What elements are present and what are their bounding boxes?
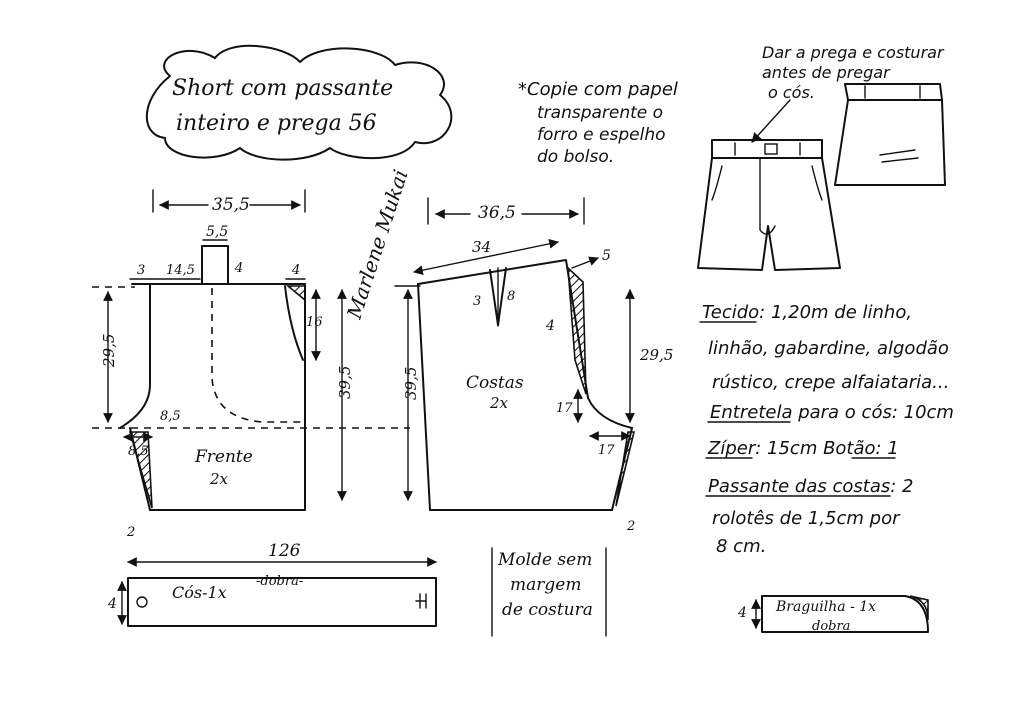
front-curve-label: 8,5 [160, 409, 181, 424]
fly-piece: 4 Braguilha - 1x dobra [737, 595, 929, 634]
fly-label: Braguilha - 1x [775, 599, 876, 615]
title-line-1: Short com passante [172, 76, 393, 101]
front-width-label: 35,5 [212, 195, 250, 215]
back-count: 2x [489, 394, 509, 412]
back-side-length: 39,5 [402, 367, 420, 400]
title-line-2: inteiro e prega 56 [176, 111, 377, 136]
no-seam-note: Molde sem margem de costura [491, 547, 607, 637]
front-pocket-depth: 16 [306, 315, 323, 330]
front-mid-offset: 14,5 [166, 263, 195, 278]
waistband-fold: -dobra- [256, 574, 303, 589]
back-slant-label: 4 [545, 318, 555, 334]
title-cloud: Short com passante inteiro e prega 56 [145, 44, 453, 161]
back-label: Costas [466, 373, 524, 393]
fly-height: 4 [737, 605, 747, 621]
waistband-label: Cós-1x [172, 583, 227, 602]
back-rise-label: 29,5 [639, 346, 673, 364]
front-hem-tip: 2 [126, 525, 135, 540]
fabric-line-5: Zíper: 15cm Botão: 1 [707, 438, 899, 459]
fabric-notes: Tecido: 1,20m de linho, linhão, gabardin… [699, 302, 954, 557]
back-curve-horizontal: 17 [598, 443, 615, 458]
back-dart-height: 8 [507, 289, 515, 304]
front-piece: 35,5 5,5 4 3 14,5 4 29,5 16 [92, 189, 410, 540]
back-hem-tip: 2 [626, 519, 635, 534]
no-seam-line-1: Molde sem [497, 550, 592, 570]
back-waist-label: 34 [472, 238, 491, 256]
copy-note-line-1: *Copie com papel [518, 79, 678, 100]
fabric-line-6: Passante das costas: 2 [708, 476, 913, 497]
waistband-length: 126 [268, 541, 301, 561]
fabric-line-7: rolotês de 1,5cm por [712, 508, 901, 529]
waistband-height: 4 [107, 596, 117, 612]
fabric-line-3: rústico, crepe alfaiataria... [712, 372, 949, 393]
front-left-offset: 3 [137, 263, 145, 278]
front-pocket-width: 5,5 [206, 224, 228, 240]
no-seam-line-3: de costura [502, 600, 593, 620]
front-rise-label: 29,5 [100, 334, 118, 368]
front-pocket-height: 4 [234, 261, 243, 276]
fabric-line-1: Tecido: 1,20m de linho, [702, 302, 912, 323]
front-label: Frente [194, 447, 253, 467]
fabric-line-4: Entretela para o cós: 10cm [710, 402, 954, 423]
copy-note-line-4: do bolso. [537, 147, 614, 167]
fabric-line-8: 8 cm. [716, 536, 766, 557]
front-count: 2x [209, 470, 229, 488]
back-piece: 36,5 34 3 8 5 4 39,5 29,5 17 17 [394, 197, 673, 534]
front-right-offset: 4 [291, 263, 300, 278]
front-crotch-label: 8,5 [128, 444, 149, 459]
fly-fold: dobra [812, 619, 850, 634]
illustration-note-line-3: o cós. [768, 83, 815, 102]
signature: Marlene Mukai [342, 167, 413, 323]
back-curve-vertical: 17 [556, 401, 573, 416]
no-seam-line-2: margem [510, 575, 581, 595]
waistband-piece: 126 4 Cós-1x -dobra- [107, 541, 437, 627]
fabric-line-2: linhão, gabardine, algodão [708, 338, 949, 359]
copy-note-line-3: forro e espelho [537, 125, 666, 145]
illustration-note-line-2: antes de pregar [762, 63, 891, 82]
back-width-label: 36,5 [478, 203, 516, 223]
copy-note-line-2: transparente o [537, 103, 663, 123]
front-side-length: 39,5 [336, 366, 354, 399]
copy-note: *Copie com papel transparente o forro e … [518, 79, 678, 167]
back-raise-label: 5 [602, 248, 611, 264]
shorts-illustration: Dar a prega e costurar antes de pregar o… [697, 43, 946, 271]
back-dart-width: 3 [473, 294, 481, 309]
illustration-note-line-1: Dar a prega e costurar [762, 43, 945, 62]
